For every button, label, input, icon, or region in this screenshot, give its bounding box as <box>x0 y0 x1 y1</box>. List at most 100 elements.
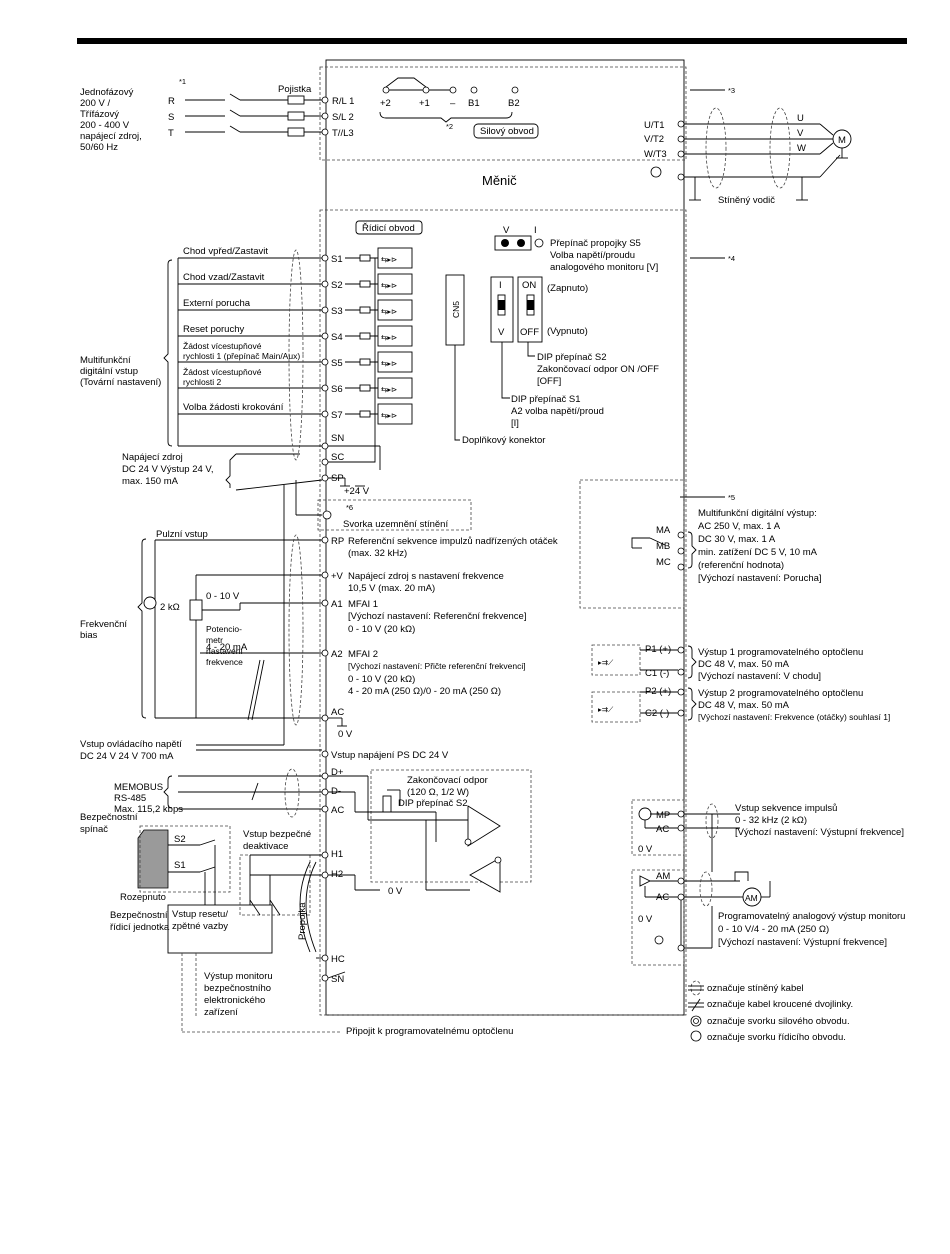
range-4-20ma: 4 - 20 mA <box>206 642 248 653</box>
note-3: *3 <box>728 86 735 95</box>
term-h1: H1 <box>331 849 343 860</box>
legend-twisted: označuje kabel kroucené dvojlinky. <box>707 999 853 1010</box>
photocoupler-outputs: ▸⇉⟋ ▸⇉⟋ <box>591 644 697 723</box>
fuse-label: Pojistka <box>278 84 312 95</box>
dip-switch-s1 <box>490 276 514 399</box>
p2-text-0: Výstup 2 programovatelného optočlenu <box>698 688 863 699</box>
analog-out-text-0: Programovatelný analogový výstup monitor… <box>718 911 905 922</box>
input-group-label-1: digitální vstup <box>80 366 138 377</box>
term-s3: S3 <box>331 306 343 317</box>
resistor-2k: 2 kΩ <box>160 602 180 613</box>
s2-label-off: OFF <box>520 327 539 338</box>
jumper-label: Propojka <box>297 902 308 940</box>
safety-monitor-3: zařízení <box>204 1007 238 1018</box>
switch-on-text: (Zapnuto) <box>547 283 588 294</box>
input-s6-label2: rychlosti 2 <box>183 377 222 387</box>
pulse-out-text-2: [Výchozí nastavení: Výstupní frekvence] <box>735 827 904 838</box>
freq-supply-text-1: 10,5 V (max. 20 mA) <box>348 583 435 594</box>
s2-text-2: [OFF] <box>537 376 561 387</box>
note-6: *6 <box>346 503 353 512</box>
term-p1: P1 (+) <box>645 644 671 655</box>
term-sp: SP <box>331 473 344 484</box>
term-ac-memobus: AC <box>331 805 344 816</box>
pot-label-1: metr <box>206 635 223 645</box>
phase-r: R <box>168 96 175 107</box>
range-0-10v: 0 - 10 V <box>206 591 240 602</box>
main-circuit-label: Silový obvod <box>480 126 534 137</box>
safety-opened: Rozepnuto <box>120 892 166 903</box>
term-mb: MB <box>656 541 670 552</box>
main-circuit-area <box>319 66 687 161</box>
analog-group-1: bias <box>80 630 98 641</box>
term-s6: S6 <box>331 384 343 395</box>
input-group-label-2: (Tovární nastavení) <box>80 377 161 388</box>
supply-text-1: DC 24 V Výstup 24 V, <box>122 464 214 475</box>
analog-out-text-1: 0 - 10 V/4 - 20 mA (250 Ω) <box>718 924 829 935</box>
safety-monitor-2: elektronického <box>204 995 265 1006</box>
relay-text-5: [Výchozí nastavení: Porucha] <box>698 573 822 584</box>
a2-text-2: 0 - 10 V (20 kΩ) <box>348 674 415 685</box>
a1-text-0: MFAI 1 <box>348 599 378 610</box>
p1-text-1: DC 48 V, max. 50 mA <box>698 659 790 670</box>
cn5-connector <box>445 274 465 441</box>
relay-text-2: DC 30 V, max. 1 A <box>698 534 776 545</box>
analog-group-0: Frekvenční <box>80 619 127 630</box>
safety-connect: Připojit k programovatelnému optočlenu <box>346 1026 513 1037</box>
analog-out-zero-v: 0 V <box>638 914 653 925</box>
term-resistor-1: (120 Ω, 1/2 W) <box>407 787 469 798</box>
pot-label-3: frekvence <box>206 657 243 667</box>
ps24-wiring <box>196 485 329 758</box>
safety-disable-0: Vstup bezpečné <box>243 829 311 840</box>
safety-disable-1: deaktivace <box>243 841 288 852</box>
phase-s: S <box>168 112 174 123</box>
s2-text-1: Zakončovací odpor ON /OFF <box>537 364 659 375</box>
output-wt3: W/T3 <box>644 149 667 160</box>
note-1: *1 <box>179 77 186 86</box>
term-mc: MC <box>656 557 671 568</box>
svg-text:▸⇉⟋: ▸⇉⟋ <box>598 658 614 667</box>
term-rp: RP <box>331 536 344 547</box>
safety-switch-label-0: Bezpečnostní <box>80 812 138 823</box>
motor-label: M <box>838 135 846 146</box>
safety-switch <box>137 825 231 905</box>
legend-control-terminal: označuje svorku řídicího obvodu. <box>707 1032 846 1043</box>
a2-text-1: [Výchozí nastavení: Přičte referenční fr… <box>348 661 526 671</box>
control-circuit-area <box>319 209 687 1016</box>
term-ma: MA <box>656 525 671 536</box>
dc-plus2: +2 <box>380 98 391 109</box>
p2-text-1: DC 48 V, max. 50 mA <box>698 700 790 711</box>
pot-label-0: Potencio- <box>206 624 242 634</box>
power-supply-label-2: Třífázový <box>80 109 119 120</box>
svg-text:⇆▸⊳: ⇆▸⊳ <box>381 255 397 264</box>
shielded-wire-label: Stíněný vodič <box>718 195 775 206</box>
term-ac-analog: AC <box>331 707 344 718</box>
svg-text:⇆▸⊳: ⇆▸⊳ <box>381 411 397 420</box>
control-circuit-label: Řídicí obvod <box>362 223 415 234</box>
safety-unit-1: řídicí jednotka <box>110 922 170 933</box>
s1-text-1: A2 volba napětí/proud <box>511 406 604 417</box>
analog-out-text-2: [Výchozí nastavení: Výstupní frekvence] <box>718 937 887 948</box>
supply-bracket <box>225 453 323 491</box>
input-s3-label: Externí porucha <box>183 298 251 309</box>
switch-off-text: (Vypnuto) <box>547 326 588 337</box>
supply-text-2: max. 150 mA <box>122 476 179 487</box>
input-s7-label: Volba žádosti krokování <box>183 402 284 413</box>
term-sn: SN <box>331 433 344 444</box>
input-group-label-0: Multifunkční <box>80 355 131 366</box>
ps24-left-0: Vstup ovládacího napětí <box>80 739 182 750</box>
output-vt2: V/T2 <box>644 134 664 145</box>
cn5-label: CN5 <box>451 301 461 318</box>
jumper-s5 <box>494 235 544 251</box>
motor-phase-u: U <box>797 113 804 124</box>
drive-title: Měnič <box>482 173 517 188</box>
term-s7: S7 <box>331 410 343 421</box>
svg-text:⇆▸⊳: ⇆▸⊳ <box>381 359 397 368</box>
term-resistor-2: DIP přepínač S2 <box>398 798 468 809</box>
term-p2: P2 (+) <box>645 686 671 697</box>
input-s2-label: Chod vzad/Zastavit <box>183 272 265 283</box>
term-s1: S1 <box>331 254 343 265</box>
s5-label-i: I <box>534 225 537 236</box>
safety-switch-label-1: spínač <box>80 824 108 835</box>
s5-label-v: V <box>503 225 510 236</box>
